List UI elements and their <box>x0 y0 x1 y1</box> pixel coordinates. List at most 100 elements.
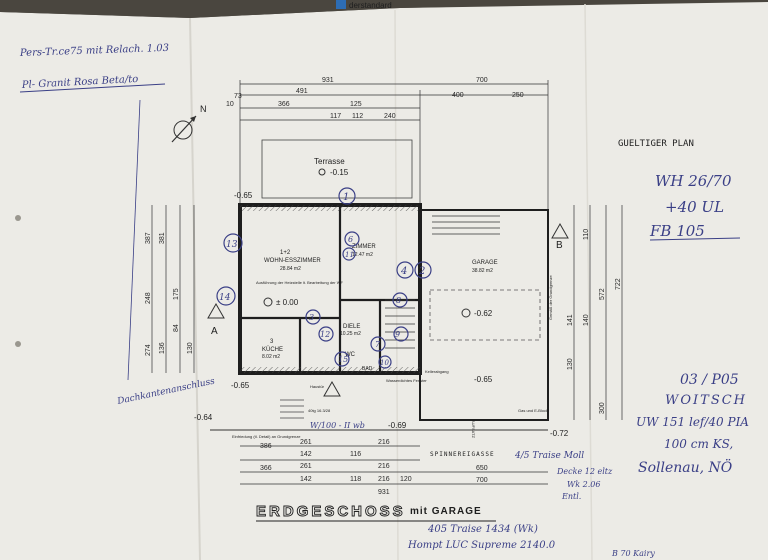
handwriting-note: WOITSCH <box>665 393 747 408</box>
dimension-label: 248 <box>145 292 152 304</box>
dimension-label: 381 <box>159 232 166 244</box>
plan-subtitle: mit GARAGE <box>410 506 482 517</box>
dimension-label: 84 <box>173 324 180 332</box>
handwriting-note: UW 151 lef/40 PIA <box>636 415 749 429</box>
leader-line <box>127 99 141 381</box>
terrace-label: Terrasse <box>314 157 345 166</box>
level-marker <box>461 308 471 318</box>
valid-plan-label: GUELTIGER PLAN <box>618 139 694 149</box>
dimension-label: 261 <box>300 463 312 470</box>
annotation-number: 7 <box>375 340 381 349</box>
level-label: -0.65 <box>234 191 253 200</box>
paper-fold <box>189 17 201 560</box>
handwriting-note: Wk 2.06 <box>567 480 600 489</box>
boundary-note: Einfriedung (tl. Detail) an Grundgrenze <box>232 434 301 439</box>
stairs-note: Kellerabgang <box>425 369 449 374</box>
watermark-logo <box>336 0 346 9</box>
paper-fold <box>394 9 399 560</box>
garage-side-note: Gemäß der Grundgrenze <box>548 275 553 320</box>
dimension-label: 73 <box>234 93 242 100</box>
dimension-label: 300 <box>599 402 606 414</box>
dimension-label: 216 <box>378 476 390 483</box>
section-label: B <box>556 240 563 251</box>
dimension-label: 130 <box>187 342 194 354</box>
punch-hole <box>15 215 21 221</box>
dimension-label: 240 <box>384 113 396 120</box>
annotation-number: 12 <box>320 330 330 339</box>
dimension-label: 136 <box>159 342 166 354</box>
dimension-label: 118 <box>350 476 361 483</box>
handwriting-note: 405 Traise 1434 (Wk) <box>427 524 538 535</box>
dimension-lines-left <box>151 205 195 373</box>
street-name: SPINNEREIGASSE <box>430 451 495 458</box>
section-marker-a <box>207 302 225 319</box>
dimension-label: 250 <box>512 92 524 99</box>
dimension-label: 572 <box>599 288 606 300</box>
dimension-label: 175 <box>173 288 180 300</box>
annotation-number: 1 <box>343 192 349 203</box>
dimension-label: 117 <box>330 113 341 120</box>
section-marker-b <box>551 222 569 239</box>
dimension-label: 700 <box>476 477 488 484</box>
room-area: 12.47 m2 <box>352 252 373 258</box>
dimension-label: 216 <box>378 463 390 470</box>
dimension-label: 931 <box>322 77 334 84</box>
dimension-label: 10 <box>226 101 234 108</box>
terrace-outline <box>261 139 413 199</box>
handwriting-note: 03 / P05 <box>680 372 739 388</box>
dimension-label: 650 <box>476 465 488 472</box>
dimension-label: 110 <box>583 229 590 240</box>
room-name: GARAGE <box>472 260 498 266</box>
dimension-label: 387 <box>145 232 152 244</box>
annotation-number: 3 <box>309 313 314 322</box>
dimension-label: 261 <box>300 439 312 446</box>
level-label: -0.69 <box>388 421 407 430</box>
room-area: 28.84 m2 <box>280 266 301 272</box>
terrace-steps <box>432 215 500 235</box>
dimension-label: 386 <box>260 443 272 450</box>
section-label: A <box>211 326 218 337</box>
handwriting-note: 100 cm KS, <box>664 437 733 451</box>
handwriting-note: Hompt LUC Supreme 2140.0 <box>407 540 556 551</box>
level-marker <box>318 168 326 176</box>
room-name: ZIMMER <box>352 244 376 250</box>
handwriting-note: +40 UL <box>665 198 724 216</box>
dimension-label: 125 <box>350 101 362 108</box>
entry-steps <box>280 399 304 419</box>
handwriting-note: Pers-Tr.ce75 mit Relach. 1.03 <box>19 43 170 59</box>
wall-hatching <box>240 205 420 211</box>
room-name: BAD <box>362 366 373 372</box>
shaft-note: AUFSATZ <box>471 420 476 438</box>
annotation-circles <box>216 187 432 369</box>
level-label: -0.64 <box>194 413 213 422</box>
annotation-number: 2 <box>418 266 425 277</box>
paper-shadow <box>0 0 768 18</box>
door-level: 40tg 16.3/28 <box>308 408 331 413</box>
door-label: Haustür <box>310 384 325 389</box>
dimension-label: 142 <box>300 451 312 458</box>
level-label: -0.72 <box>550 429 569 438</box>
dimension-label: 931 <box>378 489 390 496</box>
handwriting-note: W/100 - II wb <box>310 421 365 430</box>
room-name: WOHN-ESSZIMMER <box>264 258 321 264</box>
punch-hole <box>15 341 21 347</box>
dimension-lines-top <box>239 80 549 215</box>
wall-hatching <box>240 367 420 373</box>
handwriting-note: FB 105 <box>649 222 705 240</box>
dimension-label: 700 <box>476 77 488 84</box>
annotation-number: 6 <box>348 235 353 244</box>
room-name: WC <box>345 352 356 358</box>
dimension-label: 120 <box>400 476 412 483</box>
underline <box>19 83 166 93</box>
dimension-label: 141 <box>567 314 574 326</box>
dimension-label: 142 <box>300 476 312 483</box>
level-label: -0.15 <box>330 168 349 177</box>
dimension-label: 216 <box>378 439 390 446</box>
plan-title: ERDGESCHOSS <box>256 503 406 520</box>
level-marker <box>263 297 273 307</box>
room-area: 8.02 m2 <box>262 354 280 360</box>
dimension-label: 116 <box>350 451 361 458</box>
dimension-label: 366 <box>278 101 290 108</box>
